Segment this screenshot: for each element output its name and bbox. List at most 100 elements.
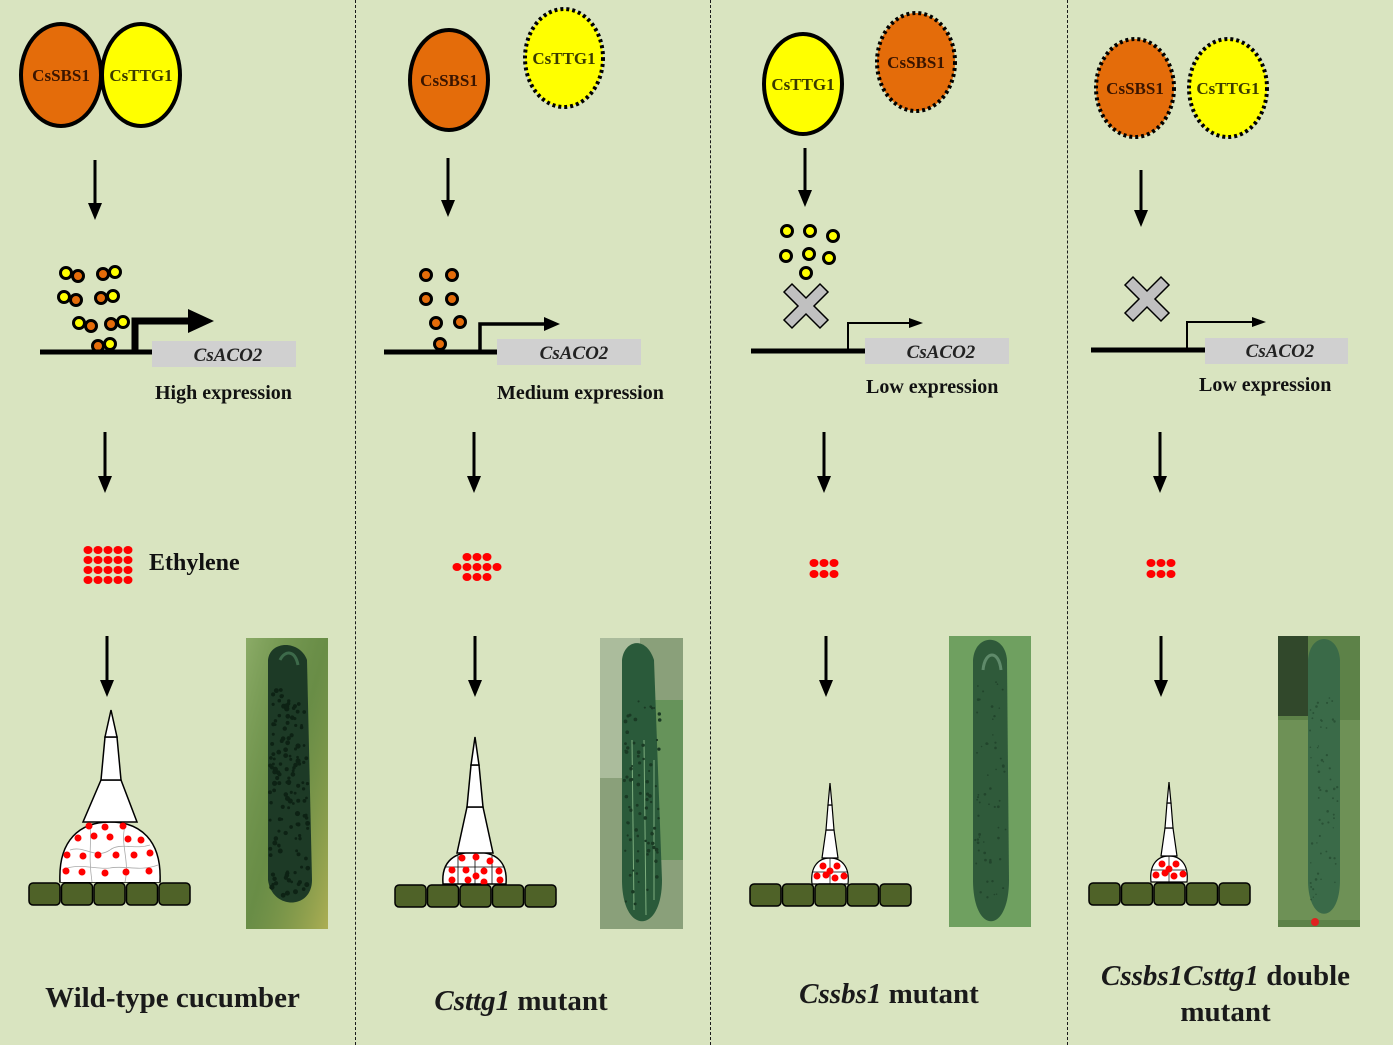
panel-graphics: CsSBS1 CsTTG1 CsACO2: [1088, 37, 1360, 927]
ethylene-dot: [492, 563, 502, 571]
epidermis-cell: [28, 882, 61, 906]
fruit-wart: [305, 820, 311, 826]
fruit-wart: [986, 896, 989, 899]
fruit-wart: [998, 799, 1001, 802]
fruit-wart: [304, 756, 309, 761]
fruit-wart: [646, 888, 649, 892]
fruit-wart: [977, 794, 980, 796]
fruit-wart: [1329, 778, 1332, 781]
fruit-wart: [980, 745, 983, 748]
fruit-wart: [273, 881, 279, 886]
panel-title-gene: Csttg1: [434, 985, 511, 1017]
fruit-wart: [305, 781, 310, 786]
fruit-wart: [652, 845, 656, 850]
epidermis-cell: [491, 884, 525, 908]
fruit-wart: [294, 723, 298, 727]
ethylene-dot: [1172, 860, 1180, 868]
fruit-wart: [989, 787, 992, 790]
fruit-wart: [269, 756, 273, 760]
fruit-wart: [993, 805, 996, 808]
fruit-wart: [982, 690, 985, 693]
fruit-wart: [302, 799, 307, 803]
epidermis-cell: [846, 883, 880, 907]
fruit-wart: [1320, 878, 1322, 881]
fruit-wart: [293, 870, 297, 875]
ttg1-dot: [108, 265, 122, 279]
fruit-wart: [631, 765, 634, 768]
promoter-diagram: CsACO2: [1091, 317, 1348, 364]
sbs1-monomer: [429, 316, 443, 330]
fruit-wart: [996, 805, 1000, 809]
fruit-wart: [269, 801, 273, 805]
fruit-wart: [296, 783, 301, 788]
fruit-wart: [649, 800, 653, 804]
fruit-wart: [648, 794, 652, 798]
fruit-wart: [625, 730, 630, 735]
fruit-wart: [975, 862, 978, 865]
ethylene-dot: [1166, 559, 1176, 567]
panel-title: Cssbs1Csttg1 double mutant: [1068, 958, 1383, 1030]
arrow-down-icon: [1134, 170, 1148, 227]
fruit-wart: [657, 718, 662, 722]
fruit-wart: [1002, 887, 1005, 890]
ethylene-dot: [831, 874, 839, 882]
ethylene-dot: [101, 869, 109, 877]
ethylene-in-spine-base: [813, 862, 848, 882]
ethylene-dot: [83, 556, 93, 564]
fruit-wart: [657, 807, 660, 811]
fruit-wart: [289, 733, 294, 738]
transcription-arrow-icon: [131, 317, 190, 352]
fruit-wart: [1333, 817, 1335, 820]
fruit-wart: [1333, 857, 1336, 860]
fruit-wart: [992, 718, 994, 720]
protein-sbs1-label: CsSBS1: [887, 53, 945, 72]
fruit-wart: [635, 872, 639, 875]
fruit-wart: [293, 791, 297, 795]
protein-ttg1-label: CsTTG1: [109, 66, 172, 85]
fruit-wart: [1328, 697, 1331, 699]
fruit-wart: [638, 791, 642, 795]
panel-title-gene: Cssbs1: [799, 978, 882, 1010]
ethylene-dot: [819, 862, 827, 870]
fruit-wart: [277, 713, 282, 718]
fruit-wart: [1316, 701, 1319, 704]
fruit-wart: [626, 714, 630, 718]
fruit-wart: [1309, 709, 1312, 711]
ttg1-dot: [106, 289, 120, 303]
fruit-wart: [989, 858, 992, 862]
arrow-down-icon: [98, 432, 112, 493]
ethylene-dot: [103, 566, 113, 574]
fruit-wart: [644, 839, 647, 843]
gene-label: CsACO2: [540, 343, 609, 364]
fruit-wart: [271, 722, 276, 727]
fruit-wart: [296, 882, 301, 887]
fruit-wart: [268, 818, 272, 822]
protein-ttg1-absent: [1187, 37, 1269, 139]
panel-divider: [1067, 0, 1068, 1045]
epidermis-cells: [749, 883, 912, 907]
ethylene-dot: [93, 566, 103, 574]
epidermis-cell: [459, 884, 492, 908]
fruit-wart: [1309, 729, 1312, 732]
ethylene-dot: [809, 570, 819, 578]
fruit-wart: [277, 770, 280, 774]
spine-trichome-medium: [442, 736, 507, 886]
fruit-wart: [624, 900, 627, 903]
fruit-wart: [278, 762, 283, 766]
fruit-wart: [1310, 842, 1314, 845]
fruit-wart: [279, 738, 284, 743]
sbs1-monomer: [419, 268, 433, 282]
fruit-wart: [272, 766, 278, 772]
epidermis-cell: [1218, 882, 1251, 906]
ethylene-dot: [458, 854, 466, 862]
fruit-wart: [983, 851, 987, 855]
fruit-wart: [986, 774, 989, 776]
fruit-photo-double-mutant: [1278, 636, 1360, 927]
fruit-wart: [636, 754, 640, 758]
ethylene-dot: [1179, 870, 1187, 878]
fruit-wart: [304, 813, 308, 817]
panel-title: Wild-type cucumber: [0, 980, 345, 1016]
fruit-wart: [1003, 770, 1006, 773]
ethylene-dot: [1166, 570, 1176, 578]
fruit-wart: [1328, 856, 1332, 860]
